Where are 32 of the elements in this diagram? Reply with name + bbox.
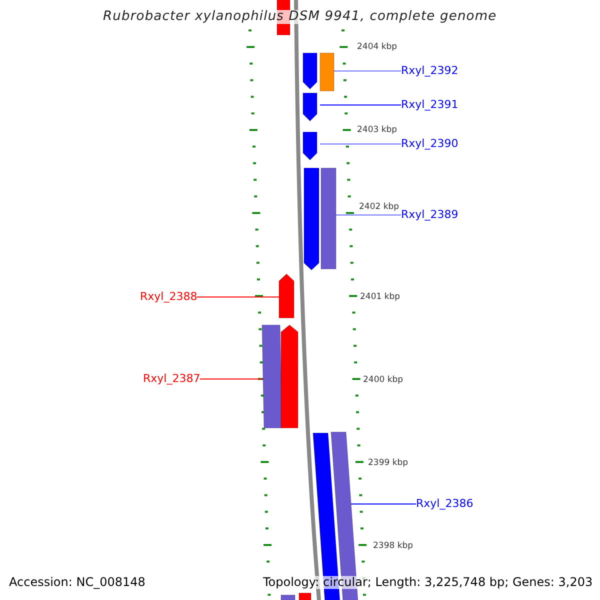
- scale-label: 2402 kbp: [359, 202, 400, 212]
- gene-bar: [298, 592, 312, 600]
- gene-label: Rxyl_2386: [416, 498, 474, 510]
- scale-label: 2398 kbp: [373, 542, 414, 551]
- gene-bar: [280, 594, 296, 600]
- gene-label: Rxyl_2390: [401, 138, 458, 150]
- scale-label: 2401 kbp: [360, 292, 400, 302]
- leader-line: [334, 70, 402, 72]
- gene-label: Rxyl_2387: [143, 373, 200, 386]
- gene-bar: [320, 168, 336, 270]
- leader-line: [336, 214, 402, 216]
- gene-label: Rxyl_2392: [401, 65, 458, 78]
- scale-label: 2403 kbp: [357, 126, 398, 135]
- gene-block: [304, 168, 320, 270]
- gene-label: Rxyl_2391: [401, 99, 458, 112]
- gene-label: Rxyl_2389: [401, 209, 458, 222]
- scale-label: 2399 kbp: [368, 458, 408, 468]
- genome-info-text: Topology: circular; Length: 3,225,748 bp; Genes: 3,203: [263, 576, 593, 589]
- leader-line: [200, 378, 264, 380]
- gene-label: Rxyl_2388: [140, 291, 198, 304]
- gene-bar: [262, 324, 282, 428]
- gene-block: [278, 274, 294, 318]
- gene-block: [302, 132, 318, 160]
- title: Rubrobacter xylanophilus DSM 9941, complete genome: [103, 10, 497, 24]
- gene-bar: [320, 52, 334, 92]
- gene-block: [302, 92, 318, 122]
- leader-line: [320, 104, 402, 106]
- accession-text: Accession: NC_008148: [9, 576, 146, 589]
- scale-label: 2400 kbp: [363, 376, 404, 385]
- gene-block: [280, 324, 298, 428]
- gene-block: [302, 52, 318, 90]
- scale-label: 2404 kbp: [357, 42, 398, 52]
